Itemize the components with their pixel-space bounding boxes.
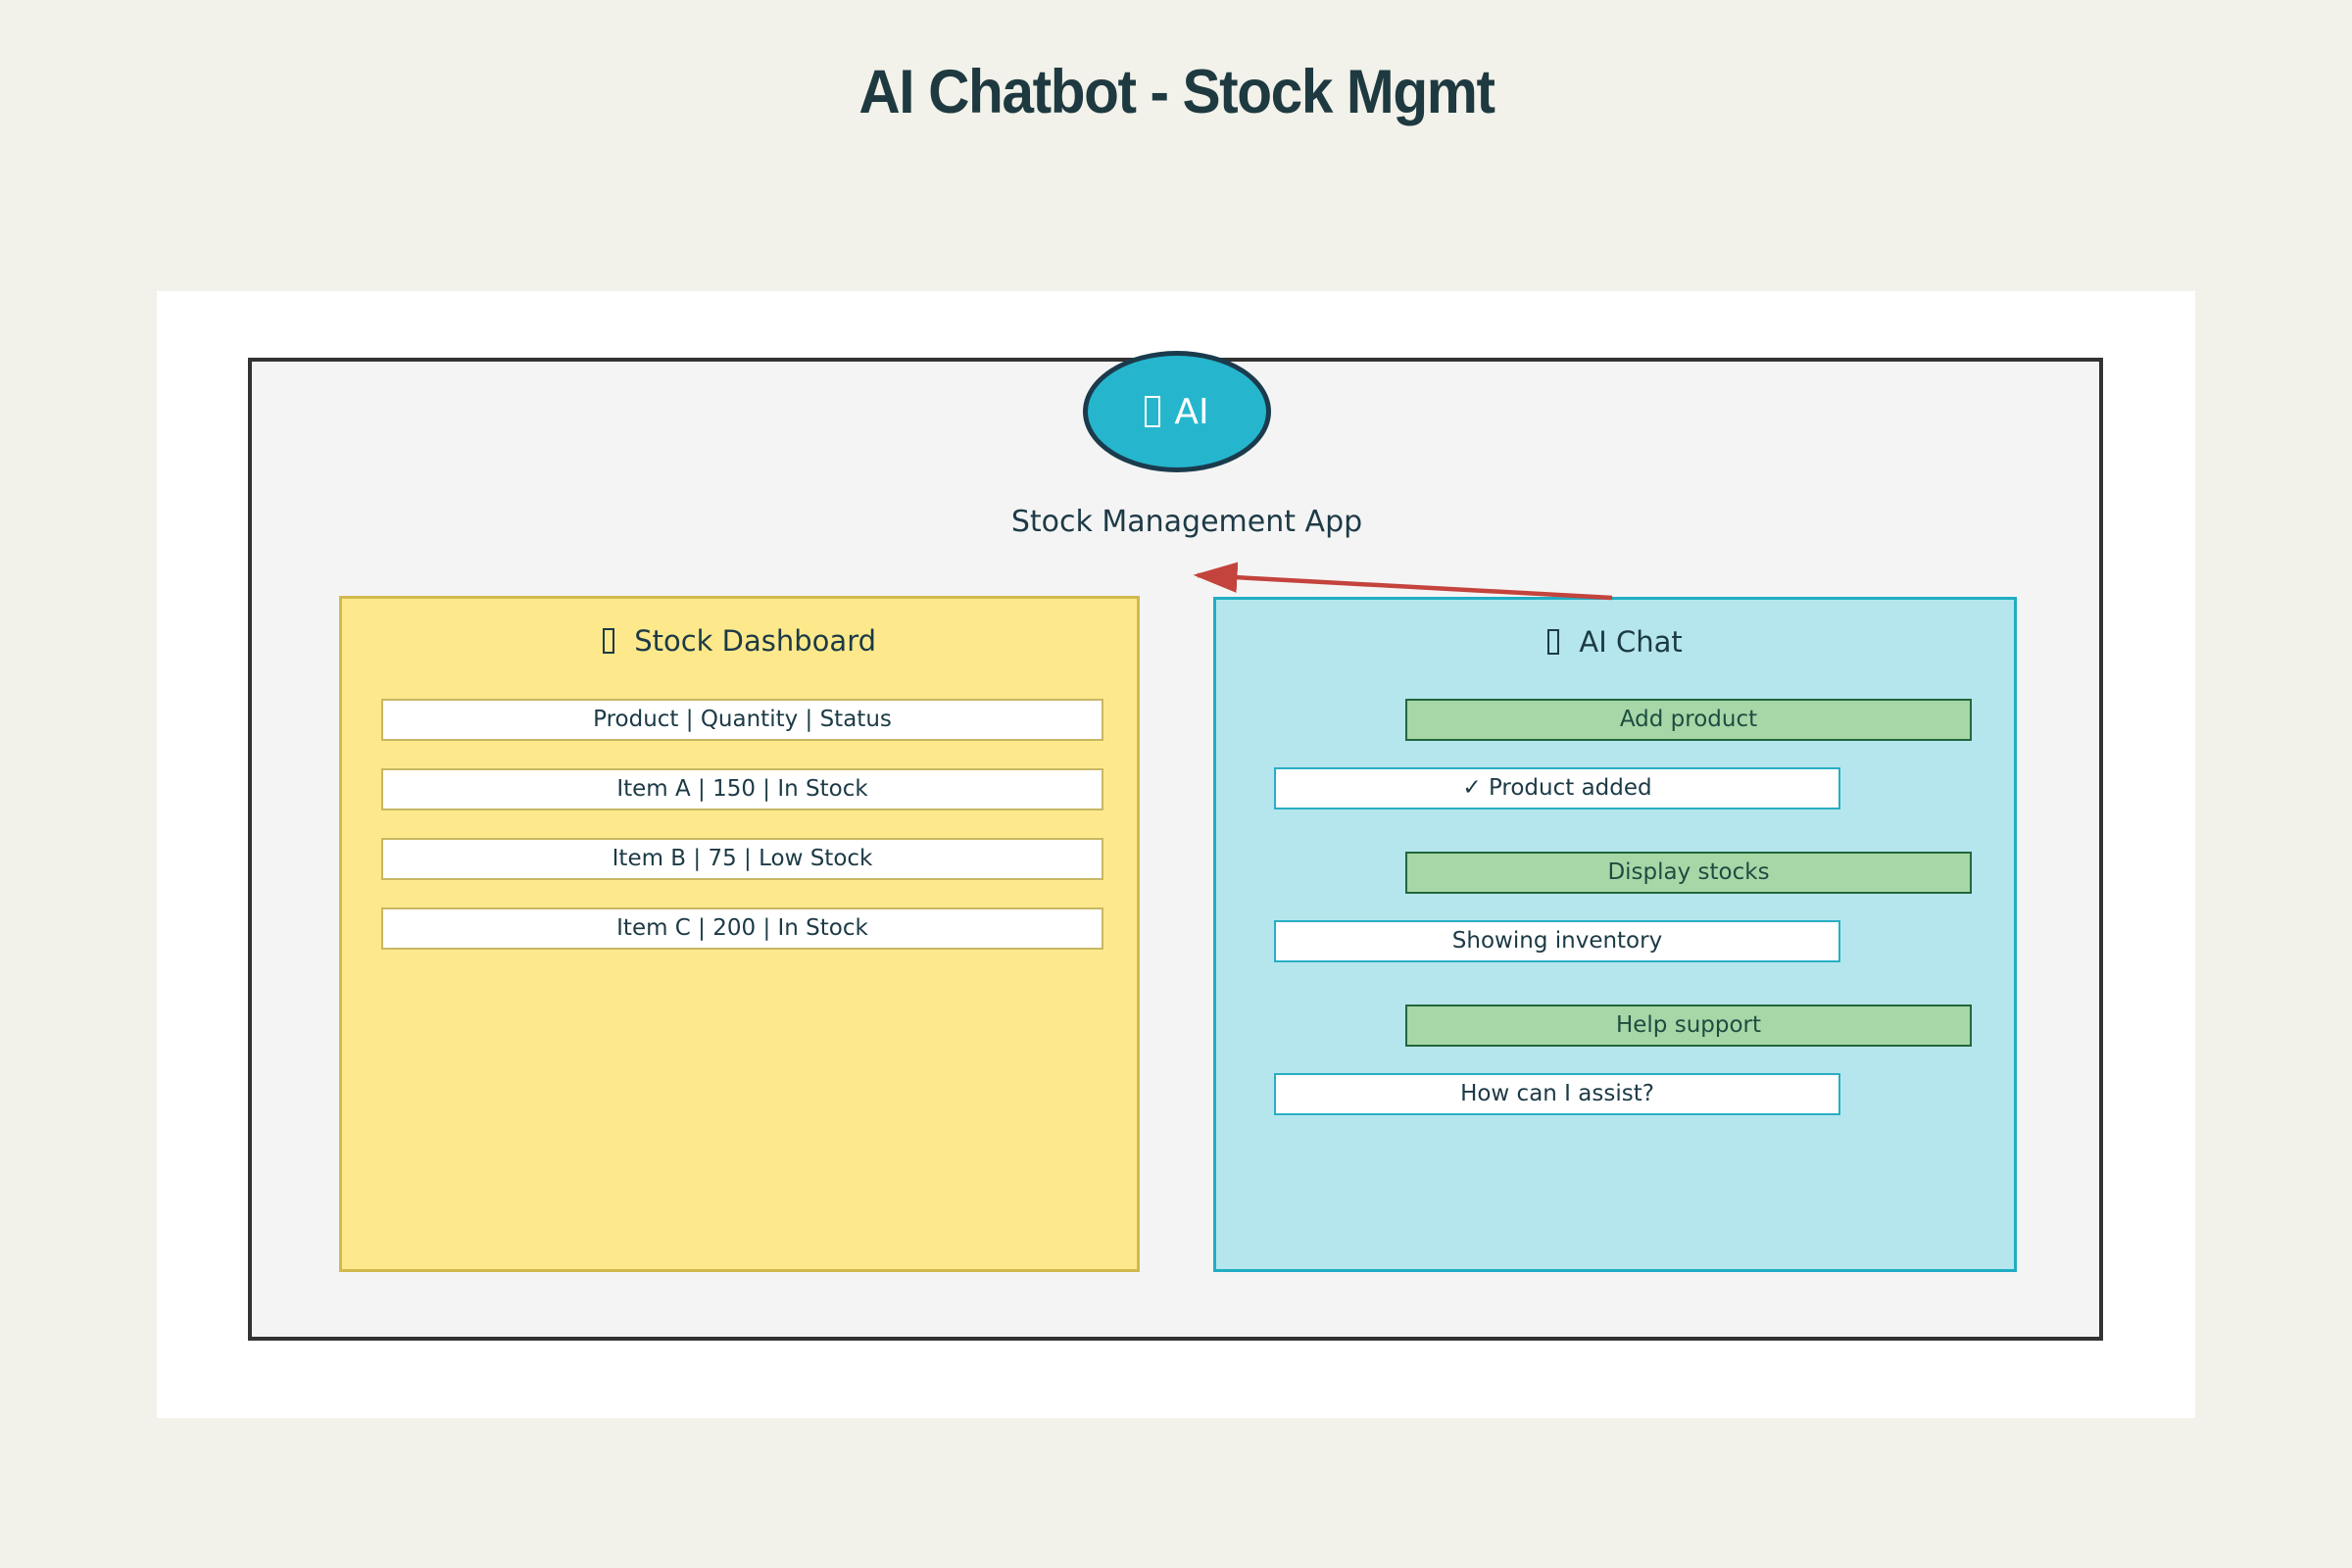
chart-emoji-tofu-icon bbox=[602, 628, 614, 654]
ai-chat-title: AI Chat bbox=[1579, 625, 1683, 659]
ai-chat-panel: AI Chat Add product ✓ Product added Disp… bbox=[1213, 597, 2017, 1272]
chat-bot-response: ✓ Product added bbox=[1274, 767, 1840, 809]
app-label: Stock Management App bbox=[1010, 505, 1363, 539]
chat-bot-response: How can I assist? bbox=[1274, 1073, 1840, 1115]
table-row: Item C | 200 | In Stock bbox=[381, 907, 1103, 950]
table-header-row: Product | Quantity | Status bbox=[381, 699, 1103, 741]
stock-dashboard-header: Stock Dashboard bbox=[342, 624, 1137, 658]
table-row: Item A | 150 | In Stock bbox=[381, 768, 1103, 810]
chat-user-message: Help support bbox=[1405, 1004, 1972, 1047]
chat-user-message: Display stocks bbox=[1405, 852, 1972, 894]
robot-emoji-tofu-icon bbox=[1145, 396, 1161, 427]
table-row: Item B | 75 | Low Stock bbox=[381, 838, 1103, 880]
ai-node: AI bbox=[1083, 351, 1271, 472]
chat-bot-response: Showing inventory bbox=[1274, 920, 1840, 962]
page-title: AI Chatbot - Stock Mgmt bbox=[0, 57, 2352, 127]
page-title-text: AI Chatbot - Stock Mgmt bbox=[858, 58, 1495, 126]
ai-node-label: AI bbox=[1174, 391, 1209, 432]
chat-user-message: Add product bbox=[1405, 699, 1972, 741]
stock-dashboard-panel: Stock Dashboard Product | Quantity | Sta… bbox=[339, 596, 1140, 1272]
ai-chat-header: AI Chat bbox=[1216, 625, 2014, 659]
speech-emoji-tofu-icon bbox=[1547, 629, 1560, 655]
stock-dashboard-title: Stock Dashboard bbox=[634, 624, 877, 658]
